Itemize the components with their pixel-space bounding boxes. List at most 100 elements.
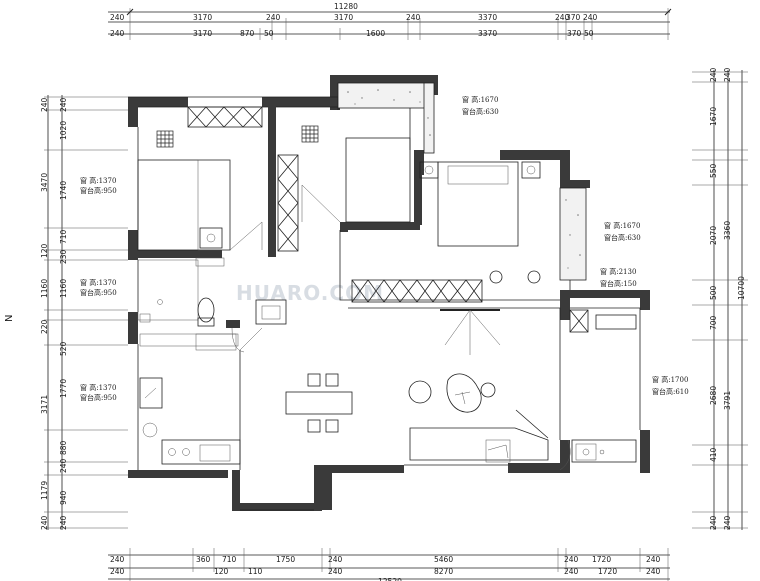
dim-left: 3470 [40,173,49,192]
dim-left: 240 [59,97,68,112]
dim-right: 240 [723,67,732,82]
window-height: 窗 高:1670 [604,221,640,230]
window-note: 窗 高:1370 窗台高:950 [80,383,117,402]
master-bedroom [419,161,541,284]
top-dimension-row1: 11280 [334,2,358,11]
kitchen [139,333,241,465]
window-note: 窗 高:2130 窗台高:150 [600,267,637,288]
dim-bottom: 240 [110,555,125,564]
dim-top: 240 [406,13,421,22]
dim-right: 1670 [709,107,718,126]
balcony-top [337,82,435,154]
dim-left: 710 [59,229,68,244]
bottom-dimension-row2: 240 120 110 240 8270 240 1720 240 [110,567,661,576]
window-height: 窗 高:1370 [80,278,116,287]
dim-left: 520 [59,341,68,356]
bathroom-right [571,314,637,463]
dim-left: 240 [59,515,68,530]
right-dimension-lines [692,70,748,530]
window-sill: 窗台高:150 [600,279,637,288]
left-dimension-lines [44,95,128,530]
window-note: 窗 高:1670 窗台高:630 [462,95,499,116]
top-dimension-row2: 240 3170 240 3170 240 3370 240 370 240 [110,13,598,22]
dim-top: 240 [266,13,281,22]
dim-left: 240 [59,458,68,473]
dim-bottom: 710 [222,555,237,564]
cabinet-right [569,309,589,333]
dim-left: 880 [59,440,68,455]
walls [128,75,650,511]
dim-top: 240 [110,29,125,38]
dim-top: 50 [264,29,274,38]
window-sill: 窗台高:950 [80,288,117,297]
dining-area [285,373,353,433]
dim-left: 1179 [40,481,49,500]
dim-left: 3171 [40,395,49,414]
dim-bottom: 240 [646,567,661,576]
north-label: N [4,315,15,322]
dim-right: 2680 [709,386,718,405]
right-dimension-mid: 240 3360 3791 240 [723,67,732,530]
dim-top: 3170 [334,13,353,22]
window-sill: 窗台高:610 [652,387,689,396]
stove-burner-icon [168,448,176,456]
dim-top: 1600 [366,29,385,38]
grid-icon [156,130,174,148]
window-sill: 窗台高:950 [80,186,117,195]
dim-right-total: 10700 [737,276,746,300]
dim-left: 240 [40,97,49,112]
dim-bottom: 5460 [434,555,453,564]
dim-top-total: 11280 [334,2,358,11]
wardrobe-vertical [277,154,299,252]
dim-top: 3370 [478,13,497,22]
top-dimension-row3: 240 3170 870 50 1600 3370 370 50 [110,29,594,38]
dim-right: 240 [709,515,718,530]
stove-burner-icon [182,448,190,456]
dim-bottom: 240 [564,555,579,564]
window-height: 窗 高:2130 [600,267,636,276]
dim-right: 240 [709,67,718,82]
dim-top: 240 [583,13,598,22]
dim-top: 870 [240,29,255,38]
bathroom-left [137,257,287,327]
window-note: 窗 高:1670 窗台高:630 [604,221,641,242]
dim-left: 1740 [59,181,68,200]
dim-left: 220 [40,319,49,334]
top-dimension-lines [108,8,672,40]
dim-top: 3170 [193,13,212,22]
right-dimension-outer: 240 1670 550 2070 500 700 2680 410 240 [709,67,718,530]
wardrobe-top-left [187,106,263,128]
dim-top: 370 [566,13,581,22]
bedroom-middle [301,125,411,223]
window-sill: 窗台高:950 [80,393,117,402]
dim-right: 500 [709,285,718,300]
dim-left: 1020 [59,121,68,140]
dim-top: 3370 [478,29,497,38]
dim-left: 240 [40,515,49,530]
dim-bottom: 1720 [592,555,611,564]
dim-top: 240 [555,13,570,22]
window-height: 窗 高:1370 [80,383,116,392]
window-height: 窗 高:1670 [462,95,498,104]
window-sill: 窗台高:630 [462,107,499,116]
dim-top: 240 [110,13,125,22]
dim-top: 3170 [193,29,212,38]
dim-top: 370 [567,29,582,38]
right-dimension-overall: 10700 [737,276,746,300]
dim-right: 3791 [723,391,732,410]
window-note: 窗 高:1370 窗台高:950 [80,278,117,297]
dim-right: 240 [723,515,732,530]
living-room [408,309,549,463]
dim-bottom: 1750 [276,555,295,564]
dim-bottom: 8270 [434,567,453,576]
dim-left: 1160 [59,279,68,298]
dim-bottom: 240 [328,567,343,576]
dim-bottom: 240 [646,555,661,564]
dim-bottom: 120 [214,567,229,576]
dim-bottom: 240 [564,567,579,576]
bottom-dimension-row3: 12520 [378,577,402,581]
dim-bottom: 1720 [598,567,617,576]
window-height: 窗 高:1370 [80,176,116,185]
bottom-dimension-row1: 240 360 710 1750 240 5460 240 1720 240 [110,555,661,564]
